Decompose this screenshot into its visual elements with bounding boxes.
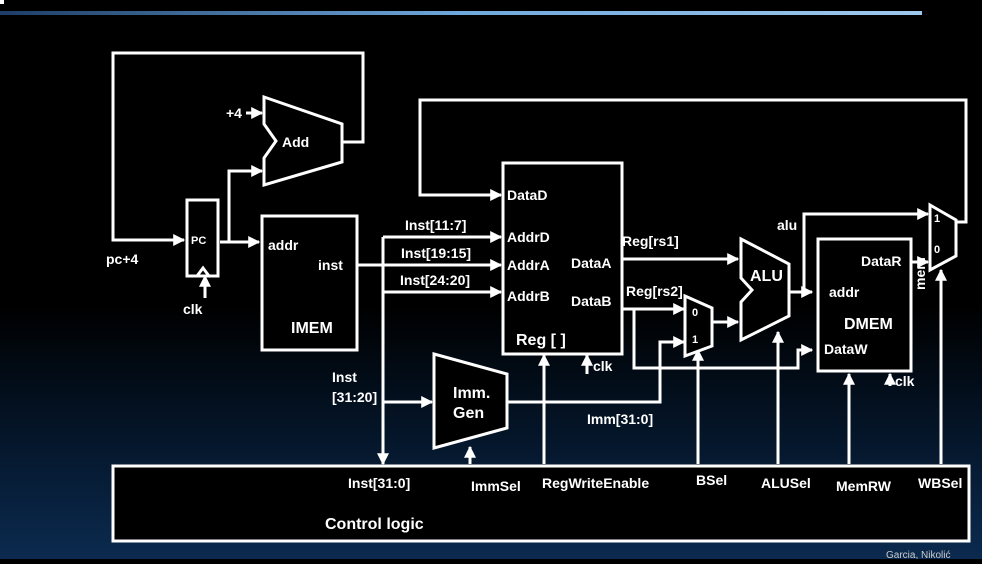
datab-label: DataB — [571, 293, 611, 309]
pc-plus4-label: pc+4 — [106, 251, 139, 267]
imm-gen-label-b: Gen — [453, 405, 484, 422]
wire-alu-to-wbmux — [802, 208, 930, 292]
inst-19-15-label: Inst[19:15] — [401, 245, 471, 261]
reg-label: Reg [ ] — [516, 332, 566, 349]
imem-addr-label: addr — [268, 237, 299, 253]
imm-gen-label-a: Imm. — [453, 385, 490, 402]
inst-11-7-label: Inst[11:7] — [405, 217, 466, 233]
inst-31-20-label-a: Inst — [332, 369, 357, 385]
credit-text: Garcia, Nikolić — [886, 550, 950, 559]
bmux-0-label: 0 — [692, 307, 698, 319]
wbmux-0-label: 0 — [934, 244, 940, 256]
control-logic-block — [111, 464, 971, 543]
addrd-label: AddrD — [507, 229, 550, 245]
bsel-label: BSel — [696, 472, 727, 488]
imm-label: Imm[31:0] — [587, 411, 653, 427]
alu-out-label: alu — [777, 217, 797, 233]
pc-label: PC — [191, 235, 206, 247]
wbsel-label: WBSel — [918, 475, 962, 491]
wire-writeback — [418, 98, 968, 224]
register-file — [501, 161, 624, 356]
immsel-label: ImmSel — [471, 478, 521, 494]
wbsel-mux — [928, 202, 958, 273]
plus4-label: +4 — [226, 105, 242, 121]
reg-rs1-label: Reg[rs1] — [622, 233, 679, 249]
imem-inst-label: inst — [318, 257, 343, 273]
wire-rs2-to-dataw — [632, 309, 814, 370]
add-label: Add — [282, 134, 309, 150]
adder-block — [262, 94, 344, 188]
alu-block — [739, 236, 791, 343]
alu-label: ALU — [750, 268, 783, 285]
dmem-label: DMEM — [844, 316, 893, 333]
corner-mark — [0, 0, 4, 4]
inst-31-20-label-b: [31:20] — [332, 389, 377, 405]
dmem-block — [816, 237, 913, 373]
regwriteenable-label: RegWriteEnable — [542, 475, 649, 491]
dataa-label: DataA — [571, 255, 611, 271]
imem-label: IMEM — [291, 320, 333, 337]
clk-pc-label: clk — [183, 301, 203, 317]
dmem-addr-label: addr — [829, 284, 860, 300]
dataw-label: DataW — [824, 341, 868, 357]
addra-label: AddrA — [507, 257, 550, 273]
clk-dmem-label: clk — [895, 373, 915, 389]
alusel-label: ALUSel — [761, 475, 811, 491]
bmux-1-label: 1 — [692, 334, 698, 346]
wire-imm — [507, 336, 686, 404]
imm-gen-block — [432, 352, 509, 450]
imem-block — [260, 214, 359, 352]
wires — [111, 51, 968, 466]
inst-31-0-label: Inst[31:0] — [348, 475, 410, 491]
addrb-label: AddrB — [507, 288, 550, 304]
datad-label: DataD — [507, 187, 547, 203]
control-logic-label: Control logic — [325, 516, 424, 533]
wbmux-1-label: 1 — [934, 213, 940, 225]
pc-clock-edge — [195, 265, 211, 277]
mem-label: mem — [912, 257, 928, 290]
inst-24-20-label: Inst[24:20] — [400, 272, 470, 288]
bsel-mux — [683, 293, 714, 359]
datar-label: DataR — [861, 253, 901, 269]
pc-register — [185, 198, 220, 278]
wire-pc-to-add — [227, 165, 264, 242]
header-rule — [0, 11, 922, 15]
clk-reg-label: clk — [593, 358, 613, 374]
memrw-label: MemRW — [836, 478, 892, 494]
reg-rs2-label: Reg[rs2] — [626, 283, 683, 299]
wire-pc-plus4-loop — [111, 51, 365, 246]
